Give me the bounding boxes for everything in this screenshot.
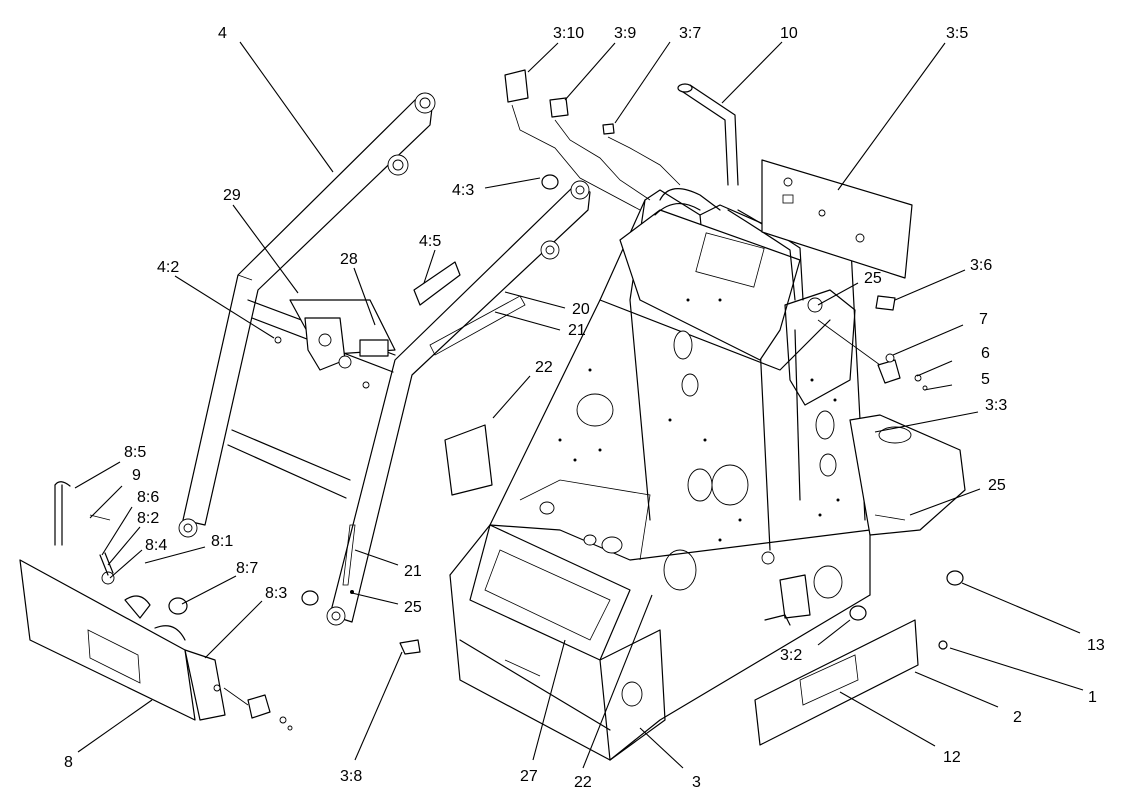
callout-3-2: 3:2 xyxy=(780,647,802,664)
callout-8-5: 8:5 xyxy=(124,444,146,461)
callout-8: 8 xyxy=(64,754,73,771)
main-frame xyxy=(449,189,966,761)
callout-3: 3 xyxy=(692,774,701,791)
callout-4-2: 4:2 xyxy=(157,259,179,276)
callout-3-5: 3:5 xyxy=(946,25,968,42)
callout-4-3: 4:3 xyxy=(452,182,474,199)
callout-8-6: 8:6 xyxy=(137,489,159,506)
callout-13: 13 xyxy=(1087,637,1105,654)
callout-25-right: 25 xyxy=(988,477,1006,494)
callout-20: 20 xyxy=(572,301,590,318)
callout-8-7: 8:7 xyxy=(236,560,258,577)
callout-labels: 4 29 4:2 28 4:3 4:5 3:10 3:9 3:7 10 3:5 … xyxy=(64,25,1105,791)
callout-3-8: 3:8 xyxy=(340,768,362,785)
callout-25-top: 25 xyxy=(864,270,882,287)
loader-arm-assembly xyxy=(168,92,591,626)
callout-10: 10 xyxy=(780,25,798,42)
attachment-plate-assembly xyxy=(19,481,293,731)
callout-3-7: 3:7 xyxy=(679,25,701,42)
callout-7: 7 xyxy=(979,311,988,328)
callout-8-4: 8:4 xyxy=(145,537,167,554)
callout-3-3: 3:3 xyxy=(985,397,1007,414)
callout-4: 4 xyxy=(218,25,227,42)
callout-3-9: 3:9 xyxy=(614,25,636,42)
callout-1: 1 xyxy=(1088,689,1097,706)
callout-21-upper: 21 xyxy=(568,322,586,339)
callout-5: 5 xyxy=(981,371,990,388)
leader-lines xyxy=(74,41,1084,769)
callout-22-upper: 22 xyxy=(535,359,553,376)
loose-parts xyxy=(399,69,964,746)
callout-4-5: 4:5 xyxy=(419,233,441,250)
callout-9: 9 xyxy=(132,467,141,484)
callout-2: 2 xyxy=(1013,709,1022,726)
callout-6: 6 xyxy=(981,345,990,362)
callout-29: 29 xyxy=(223,187,241,204)
callout-28: 28 xyxy=(340,251,358,268)
callout-25-lower: 25 xyxy=(404,599,422,616)
callout-8-1: 8:1 xyxy=(211,533,233,550)
callout-3-10: 3:10 xyxy=(553,25,584,42)
callout-12: 12 xyxy=(943,749,961,766)
callout-8-2: 8:2 xyxy=(137,510,159,527)
callout-8-3: 8:3 xyxy=(265,585,287,602)
callout-22-lower: 22 xyxy=(574,774,592,791)
callout-27: 27 xyxy=(520,768,538,785)
callout-21-lower: 21 xyxy=(404,563,422,580)
callout-3-6: 3:6 xyxy=(970,257,992,274)
